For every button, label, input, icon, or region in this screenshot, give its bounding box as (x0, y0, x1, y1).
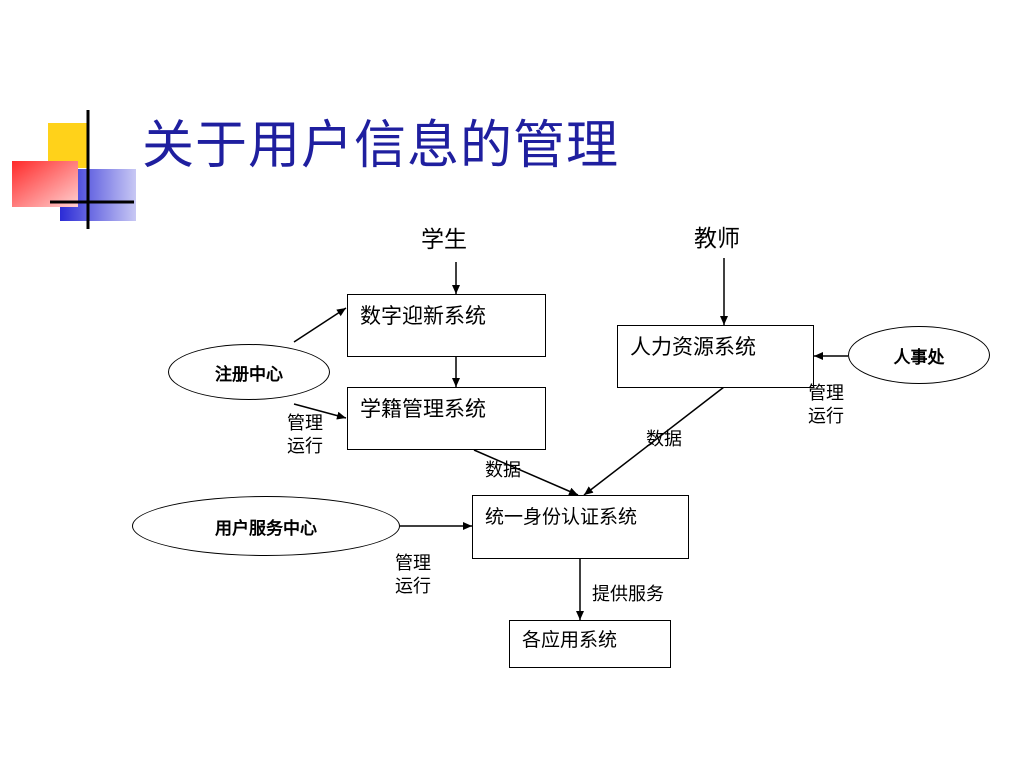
edge-label-manage-run-user-service: 管理 运行 (395, 552, 431, 598)
edge-label-line: 运行 (808, 406, 844, 427)
human-resources-system-label: 人力资源系统 (630, 335, 756, 359)
actor-student: 学生 (421, 227, 467, 253)
applications-system-box: 各应用系统 (509, 620, 671, 668)
edge-label-line: 运行 (287, 436, 323, 457)
human-resources-system-box: 人力资源系统 (617, 325, 814, 388)
arrow-registration-to-welcome (293, 307, 347, 343)
user-service-center-label: 用户服务中心 (215, 518, 317, 539)
user-service-center-oval: 用户服务中心 (132, 496, 400, 556)
edge-label-provide-service: 提供服务 (592, 584, 664, 605)
digital-welcome-system-label: 数字迎新系统 (360, 304, 486, 328)
registration-center-oval: 注册中心 (168, 344, 330, 400)
digital-welcome-system-box: 数字迎新系统 (347, 294, 546, 357)
arrow-registration-to-status (293, 403, 347, 420)
unified-identity-system-box: 统一身份认证系统 (472, 495, 689, 559)
registration-center-label: 注册中心 (215, 364, 283, 385)
slide-decoration-icon (12, 110, 136, 229)
edge-label-line: 运行 (395, 576, 431, 597)
arrow-status-to-identity (473, 449, 579, 496)
unified-identity-system-label: 统一身份认证系统 (485, 506, 638, 528)
edge-label-line: 管理 (808, 383, 844, 404)
edge-label-line: 管理 (287, 413, 323, 434)
student-status-system-label: 学籍管理系统 (360, 397, 486, 421)
deco-yellow-square (48, 123, 88, 168)
personnel-office-label: 人事处 (893, 347, 945, 368)
edge-label-data-hr: 数据 (646, 429, 682, 450)
slide-title: 关于用户信息的管理 (142, 116, 620, 176)
edge-label-manage-run-personnel: 管理 运行 (808, 382, 844, 428)
edge-label-manage-run-registration: 管理 运行 (287, 412, 323, 458)
applications-system-label: 各应用系统 (522, 629, 618, 651)
deco-red-square (12, 161, 78, 207)
edge-label-data-student-status: 数据 (485, 460, 521, 481)
actor-teacher: 教师 (694, 226, 740, 252)
personnel-office-oval: 人事处 (848, 326, 990, 384)
arrow-hr-to-identity (583, 386, 725, 496)
edge-label-line: 管理 (395, 553, 431, 574)
student-status-system-box: 学籍管理系统 (347, 387, 546, 450)
